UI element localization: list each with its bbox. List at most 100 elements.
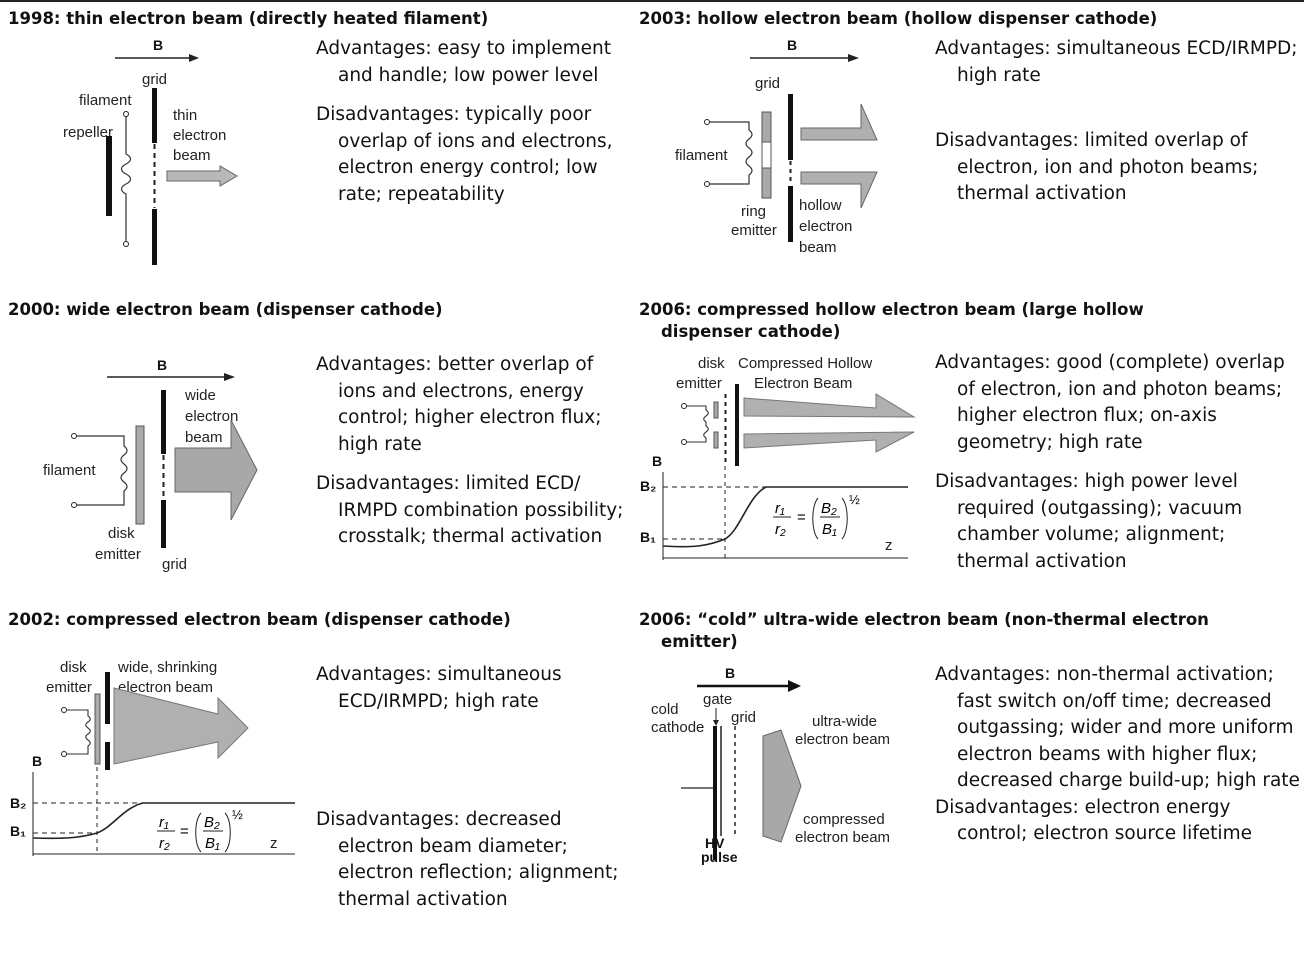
filament-coil <box>120 117 132 241</box>
b-axis-label: B <box>32 753 42 769</box>
hv-label-1: HV <box>705 835 725 851</box>
wide-beam-arrow <box>174 419 258 521</box>
beam-label-1: wide <box>184 387 216 404</box>
ratio-formula: r₁ r₂ = B₂ B₁ ½ <box>157 807 243 853</box>
formula-paren-left <box>812 497 819 540</box>
b-field-profile <box>662 486 908 548</box>
emitter-label-1: disk <box>60 659 87 676</box>
emitter-label-1: disk <box>698 355 725 372</box>
panel-2006a-title-line2: dispenser cathode) <box>661 322 841 341</box>
ratio-formula: r₁ r₂ = B₂ B₁ ½ <box>773 492 860 540</box>
panel-2002-text: Advantages: simultaneous ECD/IRMPD; high… <box>316 662 631 913</box>
panel-1998-diagram: B grid filament repeller thin electron b… <box>63 37 238 265</box>
hollow-beam-upper <box>800 103 878 141</box>
ring-emitter-upper <box>761 111 772 143</box>
grid-upper <box>788 94 793 160</box>
panel-1998-disadvantages: Disadvantages: typically poor overlap of… <box>316 104 613 205</box>
cold-cathode <box>713 726 717 860</box>
formula-eq: = <box>797 509 806 526</box>
formula-b1: B₁ <box>205 835 220 852</box>
formula-exponent: ½ <box>849 492 860 507</box>
grid-upper <box>161 390 166 454</box>
formula-r2: r₂ <box>159 835 170 852</box>
grid-lower <box>105 742 110 770</box>
filament-coil <box>77 435 128 506</box>
emitter-label-1: ring <box>741 203 766 220</box>
b-field-label: B <box>153 37 163 53</box>
filament-label: filament <box>43 462 96 479</box>
filament-terminal-bottom <box>704 181 710 187</box>
panel-2003-diagram: B grid filament ring emitter hollow elec… <box>675 37 878 256</box>
ring-emitter-lower <box>761 167 772 199</box>
formula-b2: B₂ <box>204 814 220 831</box>
filament-terminal-top <box>61 707 67 713</box>
panel-2002-diagram: disk emitter wide, shrinking electron be… <box>10 659 295 856</box>
b-field-label: B <box>157 357 167 373</box>
panel-2000-disadvantages: Disadvantages: limited ECD/ IRMPD combin… <box>316 473 624 547</box>
emitter-label-2: emitter <box>676 375 722 392</box>
b2-label: B₂ <box>10 795 26 811</box>
filament-coil <box>710 121 753 185</box>
disk-emitter <box>94 693 101 765</box>
panel-2006a-diagram: disk emitter Compressed Hollow Electron … <box>640 355 916 560</box>
beam-label-1: wide, shrinking <box>117 659 217 676</box>
filament-terminal-bottom <box>681 439 687 445</box>
beam-label-3: beam <box>799 239 837 256</box>
emitter-label-2: emitter <box>46 679 92 696</box>
repeller-label: repeller <box>63 124 113 141</box>
b-field-arrowhead <box>224 373 235 381</box>
grid-lower <box>788 186 793 242</box>
b-field-label: B <box>787 37 797 53</box>
grid-label: grid <box>731 709 756 726</box>
panel-2003-title: 2003: hollow electron beam (hollow dispe… <box>639 9 1158 28</box>
hollow-beam-upper <box>743 393 916 418</box>
panel-2006b-title-line2: emitter) <box>661 632 738 651</box>
filament-terminal-bottom <box>123 241 129 247</box>
grid-lower <box>152 209 157 265</box>
cathode-label-2: cathode <box>651 719 704 736</box>
panel-2000-diagram: B wide electron beam filament disk emitt… <box>43 357 258 573</box>
gate-pointer-head <box>713 720 719 726</box>
z-label: z <box>270 835 278 852</box>
formula-paren-left <box>195 812 202 853</box>
grid-label: grid <box>162 556 187 573</box>
emitter-label-1: disk <box>108 525 135 542</box>
wide-label-2: electron beam <box>795 731 890 748</box>
beam-label-2: electron <box>173 127 226 144</box>
filament-label: filament <box>675 147 728 164</box>
compressed-label-1: compressed <box>803 811 885 828</box>
panel-2002-disadvantages: Disadvantages: decreased electron beam d… <box>316 809 619 910</box>
top-rule <box>0 0 1304 2</box>
panel-2003-advantages: Advantages: simultaneous ECD/IRMPD; high… <box>935 38 1298 86</box>
panel-2006a-text: Advantages: good (complete) overlap of e… <box>935 350 1300 575</box>
ring-emitter-hole <box>761 141 772 169</box>
beam-label-2: electron beam <box>118 679 213 696</box>
panel-2003-disadvantages: Disadvantages: limited overlap of electr… <box>935 130 1259 204</box>
b1-label: B₁ <box>640 529 656 545</box>
hollow-beam-lower <box>800 171 878 209</box>
wide-label-1: ultra-wide <box>812 713 877 730</box>
beam-label-1: Compressed Hollow <box>738 355 872 372</box>
grid <box>735 384 739 466</box>
filament-coil <box>687 405 709 443</box>
filament-terminal-bottom <box>71 502 77 508</box>
formula-r2: r₂ <box>775 521 786 538</box>
panel-2002-advantages: Advantages: simultaneous ECD/IRMPD; high… <box>316 664 562 712</box>
panel-2006b-diagram: B gate grid cold cathode HV pulse ultra-… <box>651 665 890 865</box>
beam-label-3: beam <box>173 147 211 164</box>
panel-2006b-text: Advantages: non-thermal activation; fast… <box>935 662 1304 848</box>
b1-label: B₁ <box>10 823 26 839</box>
emitter-label-2: emitter <box>95 546 141 563</box>
beam-label-2: Electron Beam <box>754 375 852 392</box>
disk-emitter-lower <box>713 431 719 449</box>
panel-1998-advantages: Advantages: easy to implement and handle… <box>316 38 611 86</box>
grid-label: grid <box>142 71 167 88</box>
formula-r1: r₁ <box>159 814 169 831</box>
panel-2006b-disadvantages: Disadvantages: electron energy control; … <box>935 796 1252 845</box>
gate-label: gate <box>703 691 732 708</box>
disk-emitter-upper <box>713 401 719 419</box>
formula-paren-right <box>841 497 848 540</box>
panel-2006b-advantages: Advantages: non-thermal activation; fast… <box>935 664 1300 791</box>
compressed-label-2: electron beam <box>795 829 890 846</box>
grid-lower <box>161 500 166 548</box>
